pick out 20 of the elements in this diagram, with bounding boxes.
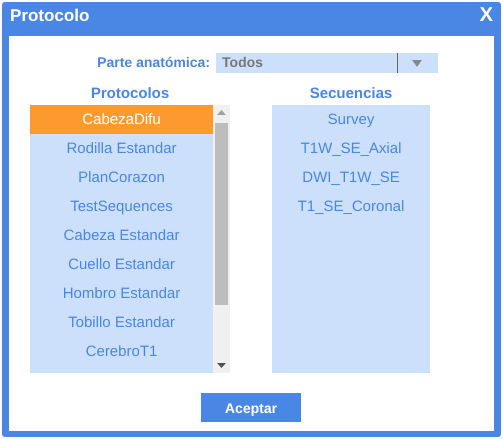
list-item: CerebroT1: [84, 342, 158, 362]
list-item: T1W_SE_Axial: [300, 139, 402, 159]
list-item: PlanCorazon: [77, 168, 166, 188]
list-item: Cuello Estandar: [67, 255, 176, 275]
list-item: Rodilla Estandar: [65, 139, 178, 159]
accept-button: Aceptar: [201, 393, 301, 422]
field-label: Parte anatómica:: [97, 54, 210, 70]
list-item: Survey: [326, 110, 376, 130]
list-item: TestSequences: [69, 197, 174, 217]
close-button: X: [480, 4, 493, 27]
list-item: T1_SE_Coronal: [296, 197, 406, 217]
column-heading: Secuencias: [308, 85, 394, 102]
list-item: Tobillo Estandar: [67, 313, 176, 333]
list-item: Hombro Estandar: [62, 284, 182, 304]
dropdown-field: Todos: [216, 53, 438, 73]
selected-list-item: CabezaDifu: [30, 105, 213, 134]
column-heading: Protocolos: [90, 85, 170, 102]
dialog-title: Protocolo: [10, 6, 90, 26]
list-item: DWI_T1W_SE: [301, 168, 401, 188]
list-item: Cabeza Estandar: [62, 226, 180, 246]
